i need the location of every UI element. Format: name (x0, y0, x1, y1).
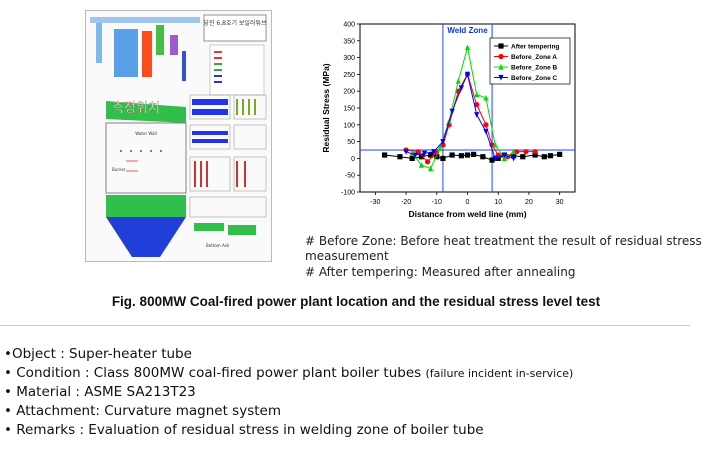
data-point (483, 122, 489, 128)
data-point (474, 91, 480, 98)
data-point (449, 152, 455, 158)
note-before-zone: # Before Zone: Before heat treatment the… (305, 234, 702, 248)
note-after-tempering: # After tempering: Measured after anneal… (305, 265, 576, 279)
svg-text:Burner: Burner (112, 167, 126, 172)
data-point (474, 112, 480, 118)
spec-object: •Object : Super-heater tube (4, 346, 192, 362)
data-point (458, 85, 464, 91)
data-point (428, 165, 434, 172)
residual-stress-chart-svg: -100-50050100150200250300350400-30-20-10… (321, 22, 576, 219)
data-point (418, 162, 425, 168)
weld-zone-annotation: Weld Zone (447, 26, 488, 35)
boiler-schematic-drawing: 당진 6,8호기 보일러튜브 측정위치 Water Wall Burner Bo… (90, 14, 267, 257)
data-point (431, 149, 437, 155)
spec-condition: • Condition : Class 800MW coal-fired pow… (4, 365, 574, 381)
x-tick-label: 10 (494, 199, 502, 206)
data-point (547, 153, 554, 159)
note-before-zone-cont: measurement (305, 249, 389, 263)
test-specs: •Object : Super-heater tube • Condition … (4, 345, 573, 440)
svg-text:Water Wall: Water Wall (135, 131, 156, 136)
legend-entry: Before_Zone A (511, 54, 557, 61)
spec-condition-note: (failure incident in-service) (425, 367, 574, 380)
data-point (458, 153, 464, 159)
measure-location-label: 측정위치 (112, 101, 160, 116)
y-tick-label: -100 (341, 190, 355, 197)
data-point (428, 152, 434, 158)
y-tick-label: 300 (343, 55, 355, 62)
y-tick-label: 0 (351, 156, 355, 163)
x-tick-label: -10 (432, 199, 442, 206)
y-tick-label: 250 (343, 72, 355, 79)
data-point (492, 141, 498, 148)
boiler-schematic: 당진 6,8호기 보일러튜브 측정위치 Water Wall Burner Bo… (85, 10, 272, 262)
data-point (523, 149, 529, 155)
spec-material: • Material : ASME SA213T23 (4, 384, 196, 400)
data-point (510, 148, 517, 155)
y-tick-label: 200 (343, 89, 355, 96)
data-point (440, 139, 446, 145)
x-tick-label: -30 (370, 199, 380, 206)
legend-entry: After tempering (511, 44, 559, 51)
data-point (381, 152, 388, 158)
data-point (480, 154, 486, 160)
legend-entry: Before_Zone B (511, 65, 558, 72)
data-point (409, 155, 415, 161)
data-point (510, 153, 517, 159)
data-point (424, 159, 431, 165)
legend-marker (498, 63, 504, 70)
data-point (495, 155, 501, 161)
legend-marker (498, 43, 504, 49)
data-point (532, 149, 538, 155)
data-point (520, 154, 526, 160)
legend-marker (498, 74, 504, 81)
legend-entry: Before_Zone C (511, 75, 558, 82)
data-point (464, 44, 471, 51)
data-point (510, 155, 517, 162)
data-point (541, 154, 547, 160)
y-tick-label: 150 (343, 106, 355, 113)
data-point (483, 128, 489, 135)
data-point (474, 102, 480, 108)
data-point (455, 78, 461, 84)
data-point (483, 94, 489, 101)
x-axis-label: Distance from weld line (mm) (408, 209, 526, 219)
diagram-title: 당진 6,8호기 보일러튜브 (203, 19, 267, 27)
x-tick-label: 20 (525, 199, 533, 206)
data-point (412, 152, 418, 159)
data-point (403, 149, 409, 155)
data-point (397, 154, 403, 160)
figure-caption: Fig. 800MW Coal-fired power plant locati… (111, 294, 601, 309)
x-tick-label: 30 (556, 199, 564, 206)
spec-attachment: • Attachment: Curvature magnet system (4, 403, 281, 419)
data-point (492, 155, 498, 162)
divider (0, 325, 690, 326)
data-point (532, 152, 538, 158)
data-point (464, 71, 471, 78)
data-point (471, 151, 477, 157)
data-point (449, 108, 455, 115)
spec-remarks: • Remarks : Evaluation of residual stres… (4, 422, 484, 438)
y-tick-label: 100 (343, 122, 355, 129)
data-point (501, 155, 507, 161)
data-point (557, 151, 563, 157)
data-point (418, 154, 425, 160)
y-tick-label: 50 (347, 139, 355, 146)
y-tick-label: 400 (343, 22, 355, 29)
data-point (501, 152, 507, 159)
x-tick-label: -20 (401, 199, 411, 206)
legend-marker (498, 53, 504, 60)
y-tick-label: 350 (343, 38, 355, 45)
y-tick-label: -50 (345, 173, 355, 180)
svg-text:Bottom Ash: Bottom Ash (206, 243, 230, 248)
data-point (489, 157, 495, 163)
data-point (437, 145, 443, 151)
data-point (421, 150, 428, 157)
x-tick-label: 0 (466, 199, 470, 206)
data-point (464, 152, 471, 158)
y-axis-label: Residual Stress (MPa) (321, 63, 331, 152)
data-point (434, 154, 440, 160)
data-point (440, 155, 446, 161)
